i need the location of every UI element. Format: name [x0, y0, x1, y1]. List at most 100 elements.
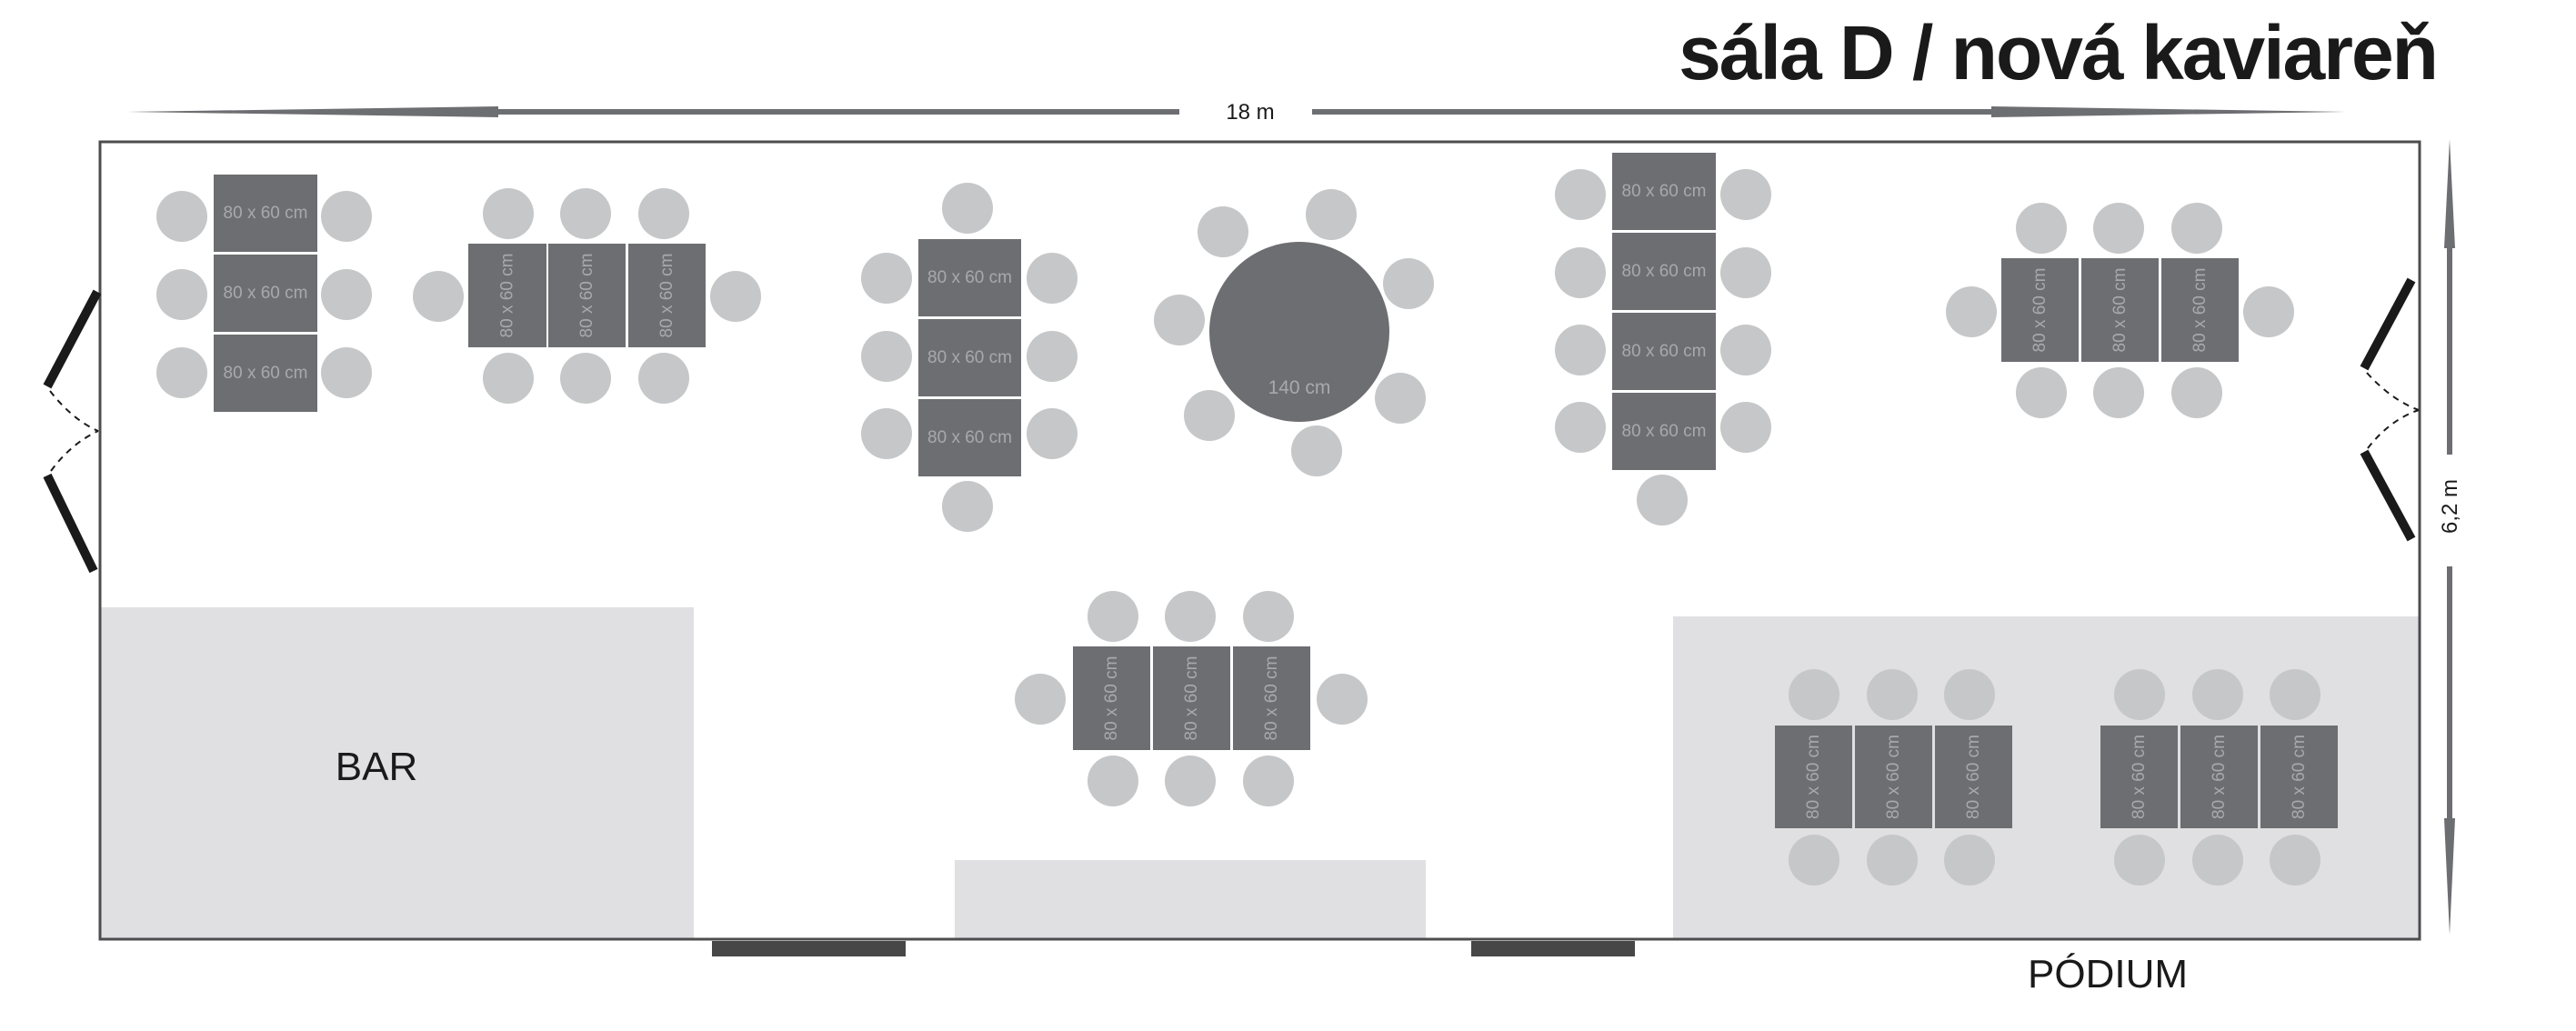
- chair[interactable]: [942, 183, 993, 234]
- chair[interactable]: [1944, 669, 1995, 720]
- chair[interactable]: [2270, 835, 2320, 886]
- chair[interactable]: [1243, 756, 1294, 806]
- chair[interactable]: [1946, 286, 1997, 337]
- chair[interactable]: [156, 347, 207, 398]
- rect-table[interactable]: [1612, 393, 1716, 470]
- chair[interactable]: [1184, 390, 1235, 441]
- chair[interactable]: [1720, 402, 1771, 453]
- rect-table[interactable]: [918, 239, 1021, 316]
- chair[interactable]: [2192, 669, 2243, 720]
- chair[interactable]: [1637, 475, 1688, 526]
- rect-table[interactable]: [628, 244, 706, 347]
- bar-area[interactable]: [100, 607, 694, 939]
- rect-table[interactable]: [1233, 646, 1310, 750]
- chair[interactable]: [861, 408, 912, 459]
- chair[interactable]: [1027, 408, 1078, 459]
- rect-table[interactable]: [2180, 726, 2258, 828]
- chair[interactable]: [710, 271, 761, 322]
- chair[interactable]: [1944, 835, 1995, 886]
- chair[interactable]: [156, 191, 207, 242]
- chair[interactable]: [321, 347, 372, 398]
- chair[interactable]: [1088, 591, 1138, 642]
- rect-table[interactable]: [214, 255, 317, 332]
- rect-table[interactable]: [1775, 726, 1852, 828]
- chair[interactable]: [1867, 669, 1918, 720]
- rect-table[interactable]: [1612, 153, 1716, 230]
- rect-table[interactable]: [918, 319, 1021, 396]
- chair[interactable]: [1867, 835, 1918, 886]
- chair[interactable]: [1720, 325, 1771, 375]
- rect-table[interactable]: [2081, 258, 2159, 362]
- rect-table[interactable]: [214, 335, 317, 412]
- chair[interactable]: [1027, 253, 1078, 304]
- rect-table[interactable]: [1612, 233, 1716, 310]
- chair[interactable]: [2114, 835, 2165, 886]
- rect-table[interactable]: [2260, 726, 2338, 828]
- chair[interactable]: [1383, 258, 1434, 309]
- rect-table[interactable]: [918, 399, 1021, 476]
- chair[interactable]: [2192, 835, 2243, 886]
- chair[interactable]: [1015, 674, 1066, 725]
- round-table[interactable]: [1209, 242, 1389, 422]
- rect-table[interactable]: [468, 244, 546, 347]
- chair[interactable]: [2171, 203, 2222, 254]
- rect-table[interactable]: [1855, 726, 1932, 828]
- chair[interactable]: [1027, 331, 1078, 382]
- chair[interactable]: [2114, 669, 2165, 720]
- rect-table[interactable]: [1073, 646, 1150, 750]
- chair[interactable]: [2016, 203, 2067, 254]
- chair[interactable]: [1789, 835, 1839, 886]
- chair[interactable]: [1088, 756, 1138, 806]
- chair[interactable]: [1555, 247, 1606, 298]
- rect-table[interactable]: [2100, 726, 2178, 828]
- rect-table[interactable]: [1153, 646, 1230, 750]
- chair[interactable]: [483, 353, 534, 404]
- chair[interactable]: [413, 271, 464, 322]
- chair[interactable]: [1720, 169, 1771, 220]
- chair[interactable]: [1789, 669, 1839, 720]
- chair[interactable]: [1555, 402, 1606, 453]
- chair[interactable]: [1165, 756, 1216, 806]
- chair[interactable]: [1243, 591, 1294, 642]
- chair[interactable]: [1555, 325, 1606, 375]
- chair[interactable]: [2016, 367, 2067, 418]
- chair[interactable]: [2171, 367, 2222, 418]
- chair[interactable]: [2093, 203, 2144, 254]
- chair[interactable]: [1720, 247, 1771, 298]
- chair[interactable]: [1198, 206, 1248, 257]
- chair[interactable]: [1291, 425, 1342, 476]
- rect-table[interactable]: [2161, 258, 2239, 362]
- rect-table[interactable]: [548, 244, 626, 347]
- chair[interactable]: [942, 481, 993, 532]
- chair[interactable]: [1317, 674, 1368, 725]
- rect-table[interactable]: [2001, 258, 2079, 362]
- chair[interactable]: [1154, 295, 1205, 345]
- chair[interactable]: [1555, 169, 1606, 220]
- chair[interactable]: [861, 253, 912, 304]
- rect-table[interactable]: [1612, 313, 1716, 390]
- chair[interactable]: [483, 188, 534, 239]
- chair[interactable]: [321, 191, 372, 242]
- chair[interactable]: [321, 269, 372, 320]
- chair[interactable]: [638, 188, 689, 239]
- chair[interactable]: [156, 269, 207, 320]
- chair[interactable]: [560, 188, 611, 239]
- rect-table[interactable]: [1935, 726, 2012, 828]
- chair[interactable]: [1375, 373, 1426, 424]
- chair[interactable]: [560, 353, 611, 404]
- chair[interactable]: [638, 353, 689, 404]
- chair[interactable]: [2093, 367, 2144, 418]
- chair[interactable]: [1165, 591, 1216, 642]
- rect-table[interactable]: [214, 175, 317, 252]
- chair[interactable]: [2270, 669, 2320, 720]
- chair[interactable]: [861, 331, 912, 382]
- round-table-group[interactable]: 140 cm: [1154, 189, 1434, 476]
